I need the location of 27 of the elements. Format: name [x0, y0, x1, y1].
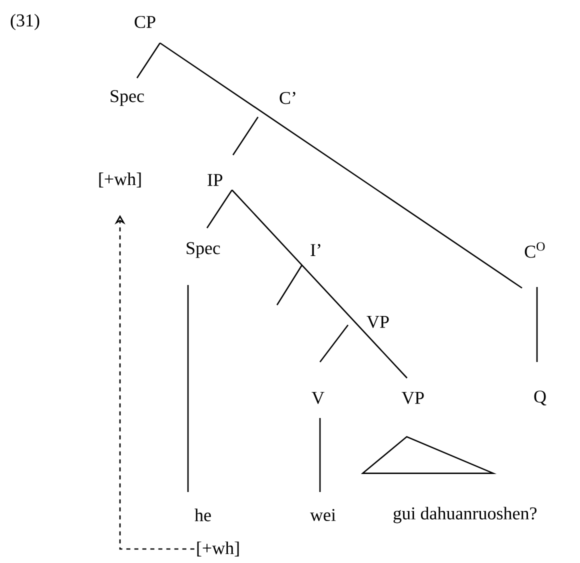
word-label: wei — [310, 508, 336, 522]
tree-branch — [136, 42, 161, 78]
feature-label: [+wh] — [99, 172, 141, 188]
tree-branch — [232, 190, 408, 378]
word-label: he — [194, 508, 211, 522]
tree-branch — [232, 116, 259, 156]
tree-branch — [319, 418, 321, 492]
category-label: Q — [534, 390, 546, 406]
category-label: V — [312, 392, 324, 404]
word-label: gui dahuanruoshen? — [394, 506, 537, 524]
feature-label: [+wh] — [197, 542, 239, 556]
category-label: VP — [402, 392, 424, 404]
category-label: C’ — [280, 92, 296, 104]
tree-branch — [319, 324, 349, 362]
category-label: Spec — [110, 90, 144, 106]
example-number: (31) — [10, 14, 40, 30]
category-label: I’ — [310, 244, 320, 256]
tree-branch — [206, 190, 233, 228]
category-label: Spec — [186, 242, 220, 258]
category-label: IP — [208, 174, 222, 186]
tree-branch — [187, 285, 189, 492]
tree-branch — [276, 264, 303, 306]
category-label: CP — [134, 16, 156, 28]
tree-branch — [536, 287, 538, 362]
category-label: VP — [366, 316, 389, 328]
category-label: C$^{O}$ — [524, 242, 545, 258]
tree-branch — [160, 42, 522, 289]
